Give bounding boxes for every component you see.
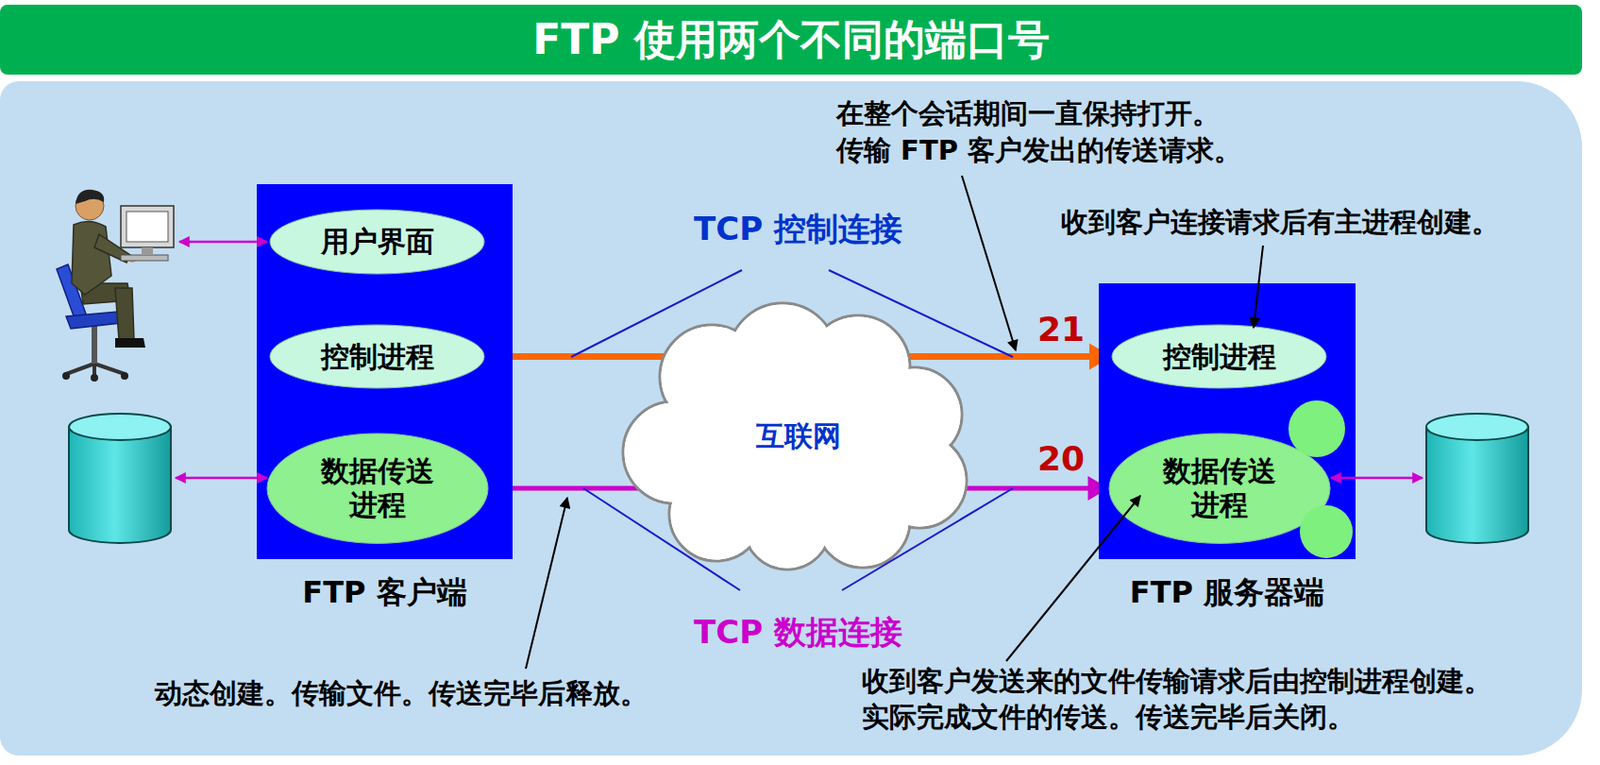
server-box: FTP 服务器端控制进程数据传送 进程 — [1098, 283, 1356, 559]
leader-line — [583, 488, 741, 590]
io-arrow — [175, 476, 268, 480]
user-figure — [56, 189, 174, 382]
chair-leg — [94, 363, 125, 374]
chair-leg — [66, 363, 95, 374]
client-box: FTP 客户端用户界面控制进程数据传送 进程 — [256, 184, 513, 559]
chair-pole — [91, 325, 98, 364]
leader-arrow — [1006, 495, 1141, 661]
box-heading: FTP 服务器端 — [1129, 573, 1325, 610]
node-text-holder: 控制进程 — [269, 324, 485, 388]
process-ellipse: 控制进程 — [1111, 324, 1327, 388]
process-label: 用户界面 — [320, 224, 435, 259]
keyboard — [120, 254, 169, 261]
node-text-holder: 数据传送 进程 — [267, 433, 489, 543]
cloud-label: 互联网 — [756, 419, 842, 454]
ellipse-fill — [269, 209, 485, 274]
database-cylinder — [68, 413, 171, 543]
decor-circle — [1288, 400, 1346, 457]
node-text-holder: 控制进程 — [1111, 324, 1327, 388]
leader-line — [828, 269, 1013, 357]
process-label: 控制进程 — [1162, 339, 1277, 374]
node-text-holder: 数据传送 进程 — [1109, 433, 1331, 543]
node-text-holder: 互联网 — [617, 301, 980, 572]
port-number: 21 — [1037, 309, 1085, 349]
person-hair — [75, 189, 104, 204]
cylinder-body — [1426, 426, 1529, 543]
process-label: 控制进程 — [320, 339, 435, 374]
box-heading-holder: FTP 客户端 — [302, 573, 467, 610]
chair-wheel — [62, 371, 70, 380]
node-text-holder: 用户界面 — [269, 209, 485, 274]
process-label: 数据传送 进程 — [1148, 454, 1291, 523]
connection-label: TCP 数据连接 — [693, 610, 903, 655]
annotation-note: 实际完成文件的传送。传送完毕后关闭。 — [861, 701, 1355, 733]
annotation-note: 动态创建。传输文件。传送完毕后释放。 — [154, 677, 648, 709]
leader-arrow — [525, 497, 568, 669]
box-heading: FTP 客户端 — [302, 573, 467, 610]
monitor-stand — [141, 247, 153, 255]
process-label: 数据传送 进程 — [306, 454, 449, 523]
leader-line — [571, 269, 742, 357]
monitor — [120, 205, 174, 248]
ellipse-fill — [269, 324, 485, 388]
connection-label: TCP 控制连接 — [693, 207, 903, 252]
cylinder-body — [68, 426, 171, 543]
annotation-note: 收到客户发送来的文件传输请求后由控制进程创建。 — [861, 665, 1492, 697]
chair-wheel — [120, 371, 129, 380]
cylinder-top — [1426, 413, 1529, 440]
ellipse-fill — [1109, 433, 1331, 543]
decor-circle — [1299, 505, 1353, 558]
leader-arrow — [961, 175, 1016, 351]
person-body — [71, 220, 112, 295]
title-bar: FTP 使用两个不同的端口号 — [0, 4, 1583, 75]
io-arrow — [179, 240, 268, 244]
annotation-note: 在整个会话期间一直保持打开。 — [836, 98, 1220, 130]
person-shoe — [115, 337, 146, 348]
process-ellipse: 数据传送 进程 — [1109, 433, 1331, 543]
port-number: 20 — [1037, 438, 1085, 478]
chair-seat — [66, 311, 121, 329]
process-ellipse: 用户界面 — [269, 209, 485, 274]
process-ellipse: 数据传送 进程 — [267, 433, 489, 543]
monitor-screen — [126, 211, 169, 242]
title-text: FTP 使用两个不同的端口号 — [532, 12, 1050, 68]
process-ellipse: 控制进程 — [269, 324, 485, 388]
leader-arrow — [1253, 245, 1264, 328]
chair-wheel — [90, 373, 99, 382]
person-leg — [115, 287, 135, 340]
database-cylinder — [1426, 413, 1529, 543]
cylinder-top — [68, 413, 171, 440]
annotation-note: 收到客户连接请求后有主进程创建。 — [1061, 206, 1499, 238]
leader-line — [842, 488, 1013, 590]
box-heading-holder: FTP 服务器端 — [1129, 573, 1325, 610]
cloud-fill — [704, 350, 891, 537]
internet-cloud: 互联网 — [617, 301, 980, 572]
ellipse-fill — [267, 433, 489, 543]
io-arrow — [1330, 476, 1423, 480]
annotation-note: 传输 FTP 客户发出的传送请求。 — [836, 134, 1242, 167]
ellipse-fill — [1111, 324, 1327, 388]
